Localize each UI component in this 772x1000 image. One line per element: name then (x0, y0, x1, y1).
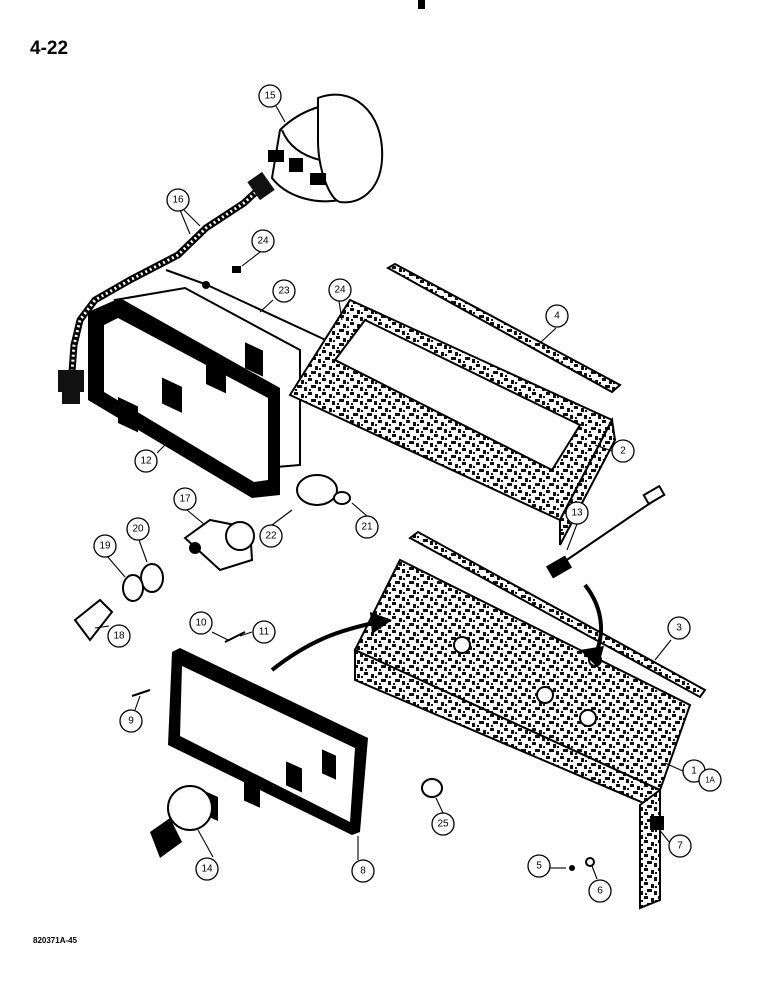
figure-code: 820371A-45 (33, 936, 78, 945)
screw-part-9 (131, 689, 151, 697)
svg-text:22: 22 (265, 531, 277, 542)
callout-10: 10 (189, 611, 213, 635)
callout-24-upper: 24 (251, 229, 275, 253)
svg-text:3: 3 (676, 623, 682, 634)
callout-17: 17 (173, 487, 197, 511)
plug-part-22 (296, 474, 338, 506)
svg-text:24: 24 (334, 285, 346, 296)
cluster-part-12 (88, 286, 301, 498)
callout-25: 25 (431, 812, 455, 836)
svg-text:14: 14 (201, 864, 213, 875)
top-edge-mark (418, 0, 425, 9)
strip-part-4 (385, 262, 622, 394)
callout-24-lower: 24 (328, 278, 352, 302)
callout-19: 19 (93, 534, 117, 558)
svg-text:1: 1 (691, 766, 697, 777)
leader-lines (94, 105, 686, 880)
callout-2: 2 (611, 439, 635, 463)
nut-part-6 (585, 857, 595, 867)
svg-text:16: 16 (172, 195, 184, 206)
svg-text:10: 10 (195, 618, 207, 629)
callout-4: 4 (545, 304, 569, 328)
callout-8: 8 (351, 859, 375, 883)
svg-text:4: 4 (554, 311, 560, 322)
callout-23: 23 (272, 279, 296, 303)
strip-part-3 (408, 530, 707, 699)
assembly-arrow-left-head (370, 612, 392, 634)
sender-part-13 (545, 484, 666, 579)
svg-text:15: 15 (264, 91, 276, 102)
svg-text:23: 23 (278, 286, 290, 297)
callout-7: 7 (668, 834, 692, 858)
callout-11: 11 (252, 620, 276, 644)
callout-13: 13 (565, 501, 589, 525)
callout-18: 18 (107, 624, 131, 648)
callout-20: 20 (126, 517, 150, 541)
svg-text:8: 8 (360, 866, 366, 877)
pin-part-10-11 (224, 631, 246, 643)
callout-15: 15 (258, 84, 282, 108)
washer-part-5 (569, 865, 575, 871)
callout-1a: 1A (698, 768, 722, 792)
callout-12: 12 (134, 449, 158, 473)
svg-text:2: 2 (620, 446, 626, 457)
switch-part-17 (183, 518, 255, 572)
clip-part-7 (650, 816, 664, 830)
knob-part-20 (140, 563, 164, 593)
knob-part-19 (122, 574, 144, 602)
svg-text:24: 24 (257, 236, 269, 247)
gauge-part-15 (268, 93, 384, 204)
callout-9: 9 (119, 709, 143, 733)
svg-text:6: 6 (597, 886, 603, 897)
svg-text:7: 7 (677, 841, 683, 852)
svg-text:5: 5 (536, 861, 542, 872)
callout-21: 21 (355, 515, 379, 539)
svg-text:20: 20 (132, 524, 144, 535)
svg-text:11: 11 (259, 627, 270, 638)
callout-14: 14 (195, 857, 219, 881)
svg-text:13: 13 (571, 508, 583, 519)
plug-part-25 (421, 778, 443, 798)
callout-16: 16 (166, 188, 190, 212)
assembly-arrow-left (270, 620, 379, 672)
trim-bezel-part-8 (168, 648, 368, 835)
svg-text:21: 21 (361, 522, 373, 533)
svg-text:9: 9 (128, 716, 134, 727)
callout-6: 6 (588, 879, 612, 903)
panel-part-1 (353, 558, 692, 910)
bezel-part-2 (288, 298, 617, 546)
svg-text:12: 12 (140, 456, 152, 467)
svg-text:17: 17 (179, 494, 191, 505)
svg-text:18: 18 (113, 631, 125, 642)
callout-5: 5 (527, 854, 551, 878)
assembly-arrow-right-head (580, 646, 604, 668)
svg-text:1A: 1A (705, 776, 715, 785)
key-switch-part-14 (150, 785, 213, 858)
callout-22: 22 (259, 524, 283, 548)
svg-text:25: 25 (437, 819, 449, 830)
callout-3: 3 (667, 616, 691, 640)
fastener-part-18 (73, 598, 114, 642)
plug-part-21 (333, 491, 351, 505)
cable-part-16 (58, 171, 275, 404)
page-number: 4-22 (30, 38, 69, 59)
svg-text:19: 19 (99, 541, 111, 552)
